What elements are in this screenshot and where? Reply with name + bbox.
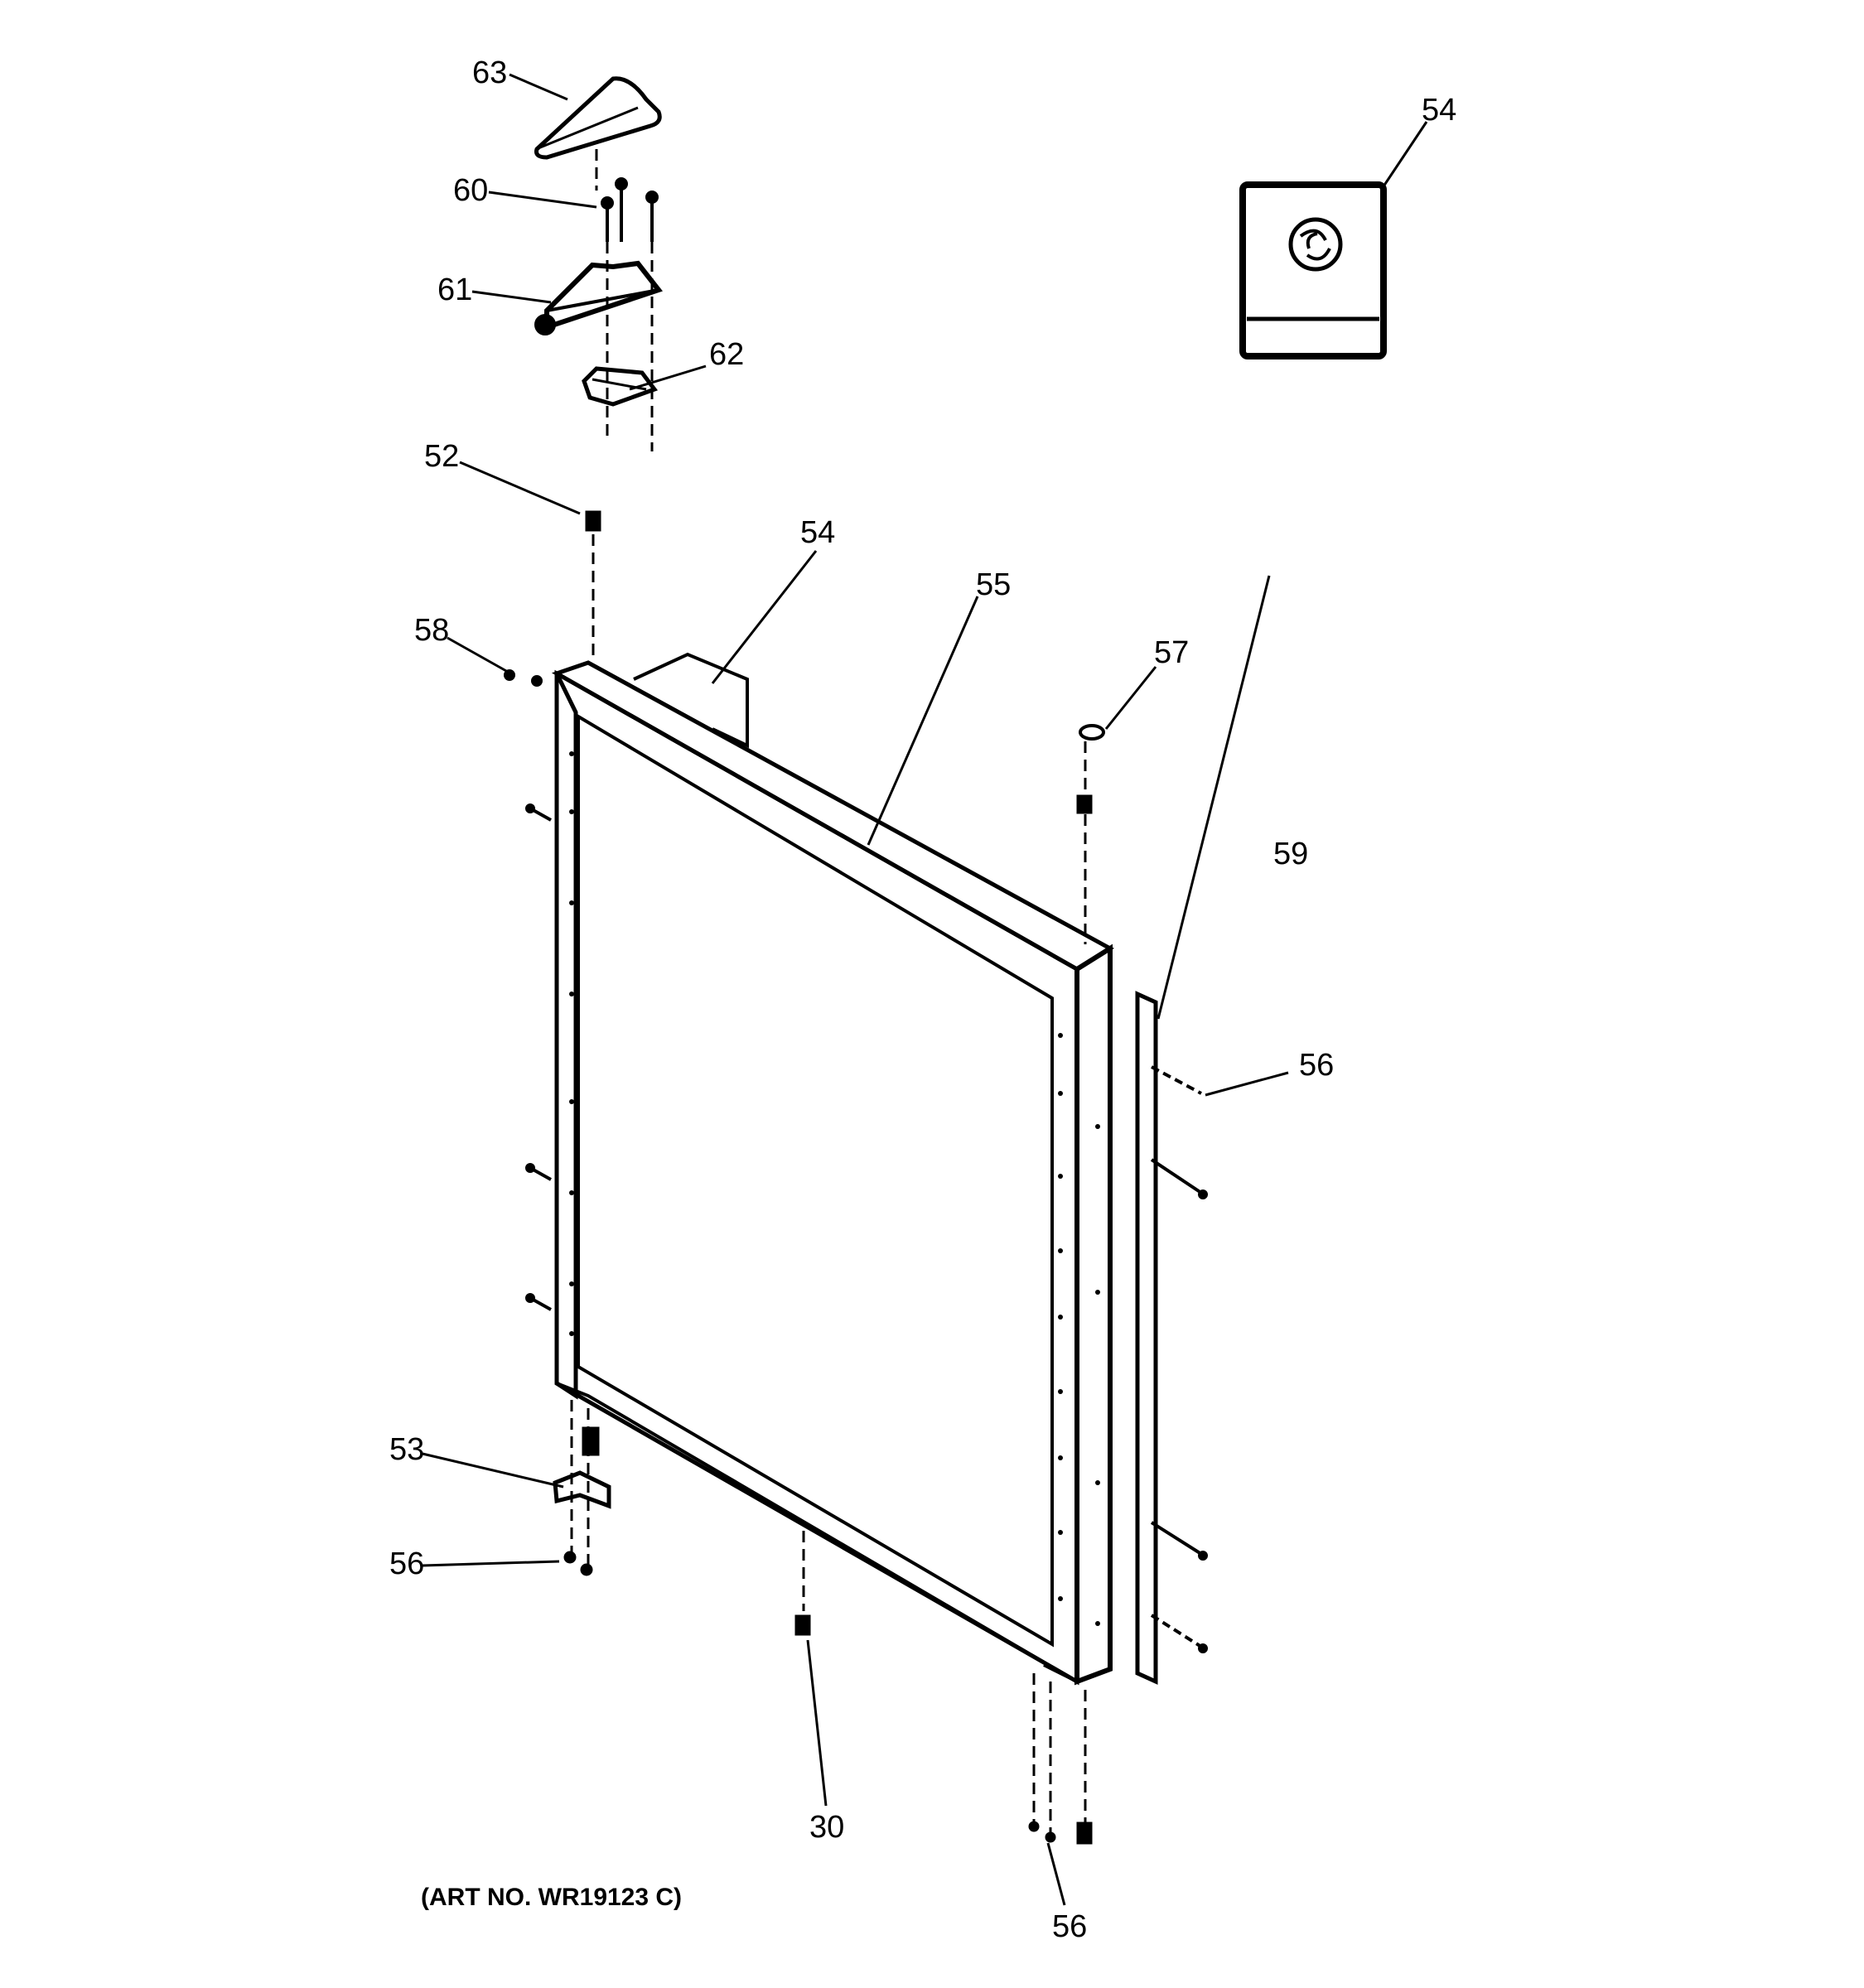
callout-52: 52: [424, 439, 459, 474]
callout-53: 53: [389, 1432, 424, 1467]
callout-58: 58: [414, 613, 449, 648]
callout-54-inset: 54: [1422, 93, 1456, 128]
top-hinge-cover-63: [534, 76, 662, 160]
hinge-dash-lines: [595, 149, 654, 451]
callout-56-left: 56: [389, 1546, 424, 1581]
bottom-hinge-53: [553, 1400, 611, 1576]
callout-56-right: 56: [1299, 1048, 1334, 1083]
callout-61: 61: [437, 273, 472, 307]
trim-screws: [1150, 1065, 1208, 1653]
callout-62: 62: [709, 337, 744, 372]
callout-30: 30: [809, 1810, 844, 1845]
bottom-right-screws: [1028, 1673, 1093, 1845]
side-trim-59: [1135, 991, 1158, 1685]
left-screws: [504, 669, 552, 1311]
bottom-screw-30: [794, 1531, 811, 1636]
hinge-pin-57: [1076, 724, 1105, 944]
hinge-shim-62: [582, 366, 659, 407]
callout-59: 59: [1273, 837, 1308, 871]
inset-part-54: [1239, 181, 1387, 359]
art-number: (ART NO. WR19123 C): [421, 1884, 682, 1911]
top-hinge-61: [534, 260, 663, 335]
callout-labels: 63 60 61 62 52 58 54 54 55 57 59 56 53 5…: [389, 55, 1456, 1944]
door-frame: [551, 652, 1114, 1686]
hinge-pin-52: [585, 510, 601, 659]
hinge-screws-60: [601, 177, 659, 242]
callout-54-box: 54: [800, 515, 835, 550]
frame-hole-dots: [569, 751, 1100, 1626]
callout-56-bottom: 56: [1052, 1909, 1087, 1944]
callout-57: 57: [1154, 635, 1189, 670]
callout-63: 63: [472, 55, 507, 90]
callout-60: 60: [453, 173, 488, 208]
callout-55: 55: [976, 567, 1011, 602]
leader-lines: [422, 73, 1428, 1906]
